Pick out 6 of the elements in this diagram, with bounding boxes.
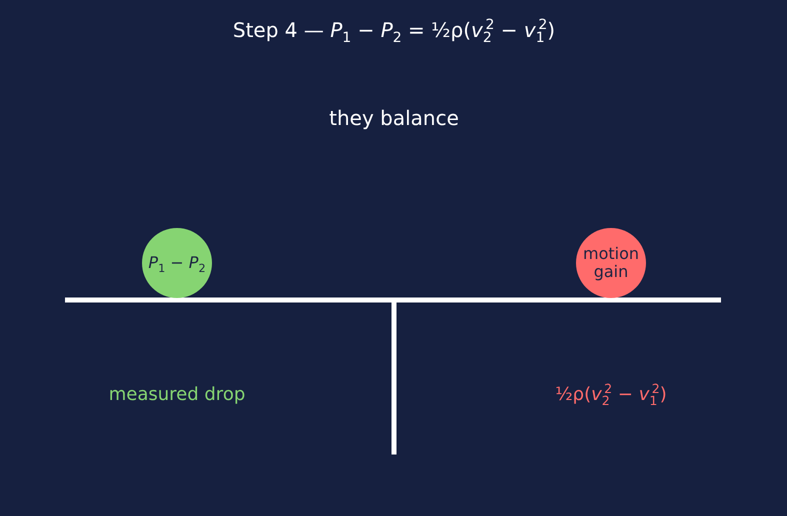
side-label: measured drop (108, 384, 246, 406)
title: Step 4 — P$_{1}$ − P$_{2}$ = ½ρ(v$_{2}$$^{2}$ − v$_{1}$$^{2}$) (232, 18, 556, 42)
subtitle: they balance (329, 106, 459, 130)
formula-text: P$_{1}$ − P$_{2}$ (148, 254, 206, 272)
formula-label: ½ρ(v$_{2}$$^{2}$ − v$_{1}$$^{2}$) (555, 384, 667, 406)
circle-label: motion gain (582, 244, 640, 282)
